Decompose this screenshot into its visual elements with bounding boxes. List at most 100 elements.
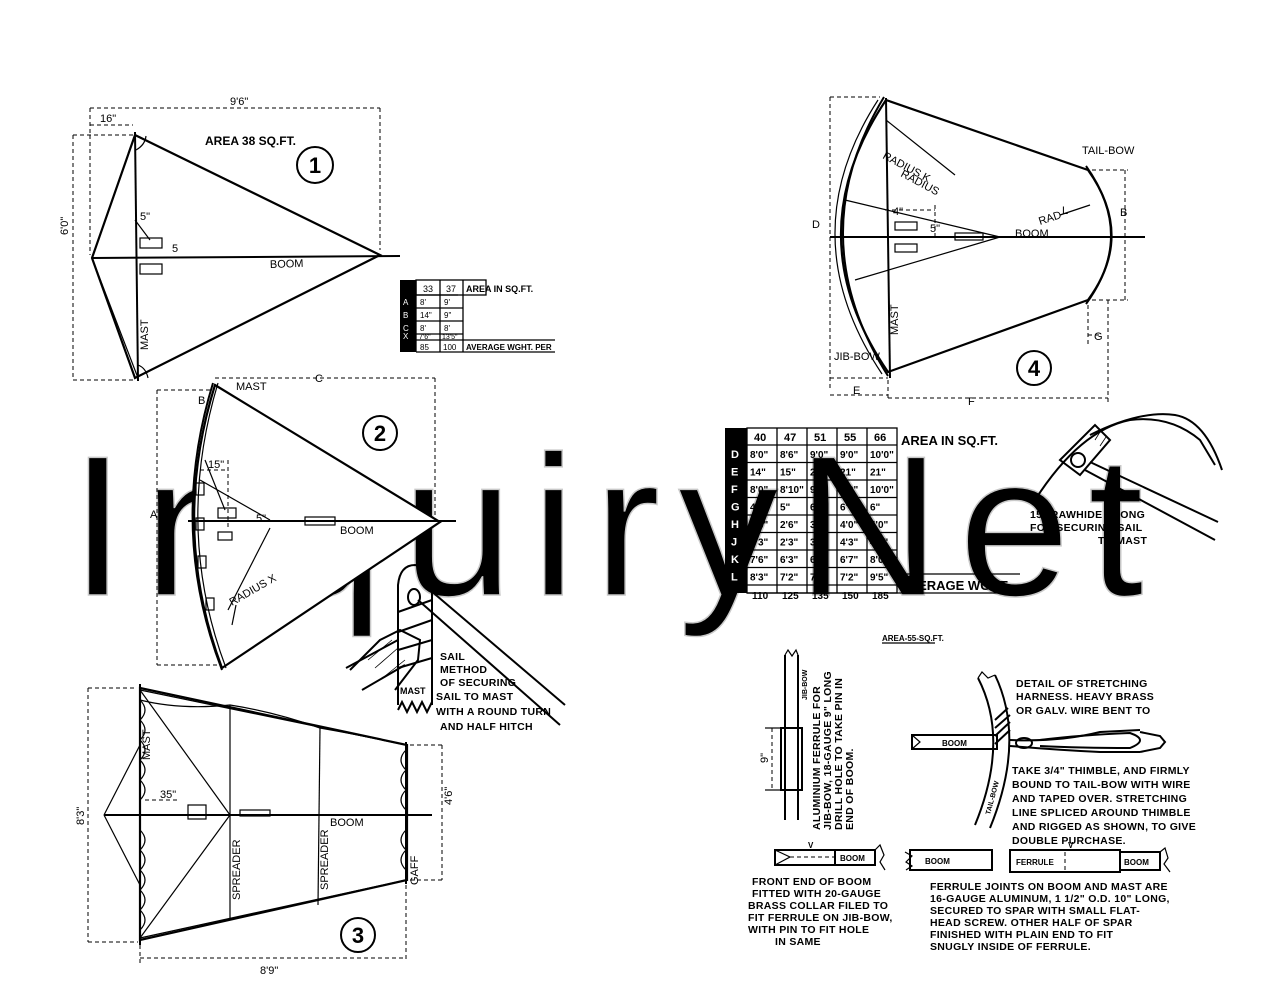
big-table-cell: 4'3" xyxy=(840,538,859,549)
big-table-cell: 4'7" xyxy=(870,538,889,549)
big-table-col-header: 40 xyxy=(754,432,766,444)
sail-detail-line-6: AND HALF HITCH xyxy=(440,721,533,733)
figure-3-mast-label: MAST xyxy=(141,729,153,760)
figure-3-offset: 35" xyxy=(160,789,176,801)
big-table-row-label: D xyxy=(731,449,739,461)
big-table-cell: 9'0" xyxy=(840,485,859,496)
big-table-cell: 5" xyxy=(780,503,791,514)
big-table-cell: 8'3" xyxy=(750,573,769,584)
jib-bow-ferrule-detail: 9" JIB-BOW ALUMINIUM FERRULE FOR JIB-BOW… xyxy=(759,648,856,830)
big-table-weight: 185 xyxy=(872,591,889,602)
figure-1-mast-label: MAST xyxy=(139,319,151,350)
big-table-cell: 7'2" xyxy=(840,573,859,584)
figure-1-boom xyxy=(91,255,401,259)
joint-line-1: FERRULE JOINTS ON BOOM AND MAST ARE xyxy=(930,881,1168,893)
small-table-cell: 9" xyxy=(444,311,451,320)
figure-4-rad-l: L xyxy=(1062,205,1068,217)
mast-detail-spar xyxy=(397,563,433,705)
figure-1-mark2: 5 xyxy=(172,243,178,255)
small-table-row-label: A xyxy=(403,298,409,307)
svg-text:V: V xyxy=(808,841,814,850)
big-table-cell: 14" xyxy=(750,468,766,479)
figure-1-offset: 16" xyxy=(100,113,116,125)
big-table-row-label: F xyxy=(731,484,738,496)
small-table-cell: 8' xyxy=(420,324,426,333)
front-end-boom-label: BOOM xyxy=(840,854,865,863)
harness-line-8: AND RIGGED AS SHOWN, TO GIVE xyxy=(1012,821,1196,833)
big-table-row-label: J xyxy=(731,537,737,549)
harness-line-7: LINE SPLICED AROUND THIMBLE xyxy=(1012,807,1191,819)
harness-line-5: BOUND TO TAIL-BOW WITH WIRE xyxy=(1012,779,1191,791)
figure-3-boom-label: BOOM xyxy=(330,817,364,829)
big-table-row-label: E xyxy=(731,467,738,479)
figure-3-height: 8'3" xyxy=(75,807,87,825)
small-table-cell: 14" xyxy=(420,311,432,320)
big-table-header-label: AREA IN SQ.FT. xyxy=(901,433,998,448)
joint-ferrule-label: FERRULE xyxy=(1016,858,1054,867)
harness-line-9: DOUBLE PURCHASE. xyxy=(1012,835,1126,847)
small-table-row-label: B xyxy=(403,311,408,320)
figure-2-b: B xyxy=(198,395,205,407)
big-table-cell: 7'2" xyxy=(780,573,799,584)
ferrule-line-2: JIB-BOW, 18-GAUGE 9" LONG xyxy=(822,671,834,830)
ferrule-line-1: ALUMINIUM FERRULE FOR xyxy=(811,686,823,830)
figure-3-spreader-2 xyxy=(317,727,321,906)
figure-3-width: 8'9" xyxy=(260,965,278,977)
harness-line-6: AND TAPED OVER. STRETCHING xyxy=(1012,793,1187,805)
joint-boom-label-2: BOOM xyxy=(1124,858,1149,867)
small-table-weight-label: AVERAGE WGHT. PER xyxy=(466,343,552,352)
big-table-cell: 6'7" xyxy=(840,555,859,566)
small-table-cell: 8' xyxy=(420,298,426,307)
small-table-cell: 7'6" xyxy=(419,334,431,341)
harness-line-2: HARNESS. HEAVY BRASS xyxy=(1016,691,1154,703)
big-table-cell: 10'0" xyxy=(870,450,894,461)
figure-2-mark: 5" xyxy=(256,513,266,525)
big-table-cell: 10'0" xyxy=(870,485,894,496)
thong-line-2: FOR SECURING SAIL xyxy=(1030,522,1143,534)
big-table-cell: 2'3" xyxy=(750,538,769,549)
joint-line-4: HEAD SCREW. OTHER HALF OF SPAR xyxy=(930,917,1133,929)
figure-2-mast-bow xyxy=(191,382,223,671)
figure-2-boom-label: BOOM xyxy=(340,525,374,537)
big-table-weight-label: AVERAGE WGHT. xyxy=(901,578,1010,593)
big-table-cell: 8'6" xyxy=(780,450,799,461)
big-table-col-header: 47 xyxy=(784,432,796,444)
figure-4-b: B xyxy=(1120,207,1127,219)
figure-1-number: 1 xyxy=(309,153,321,178)
big-table-weight: 110 xyxy=(752,591,769,602)
big-table-row-label: H xyxy=(731,519,739,531)
figure-4-jibbow-label: JIB-BOW xyxy=(834,351,880,363)
harness-tailbow xyxy=(974,677,995,826)
big-table-cell: 2'6" xyxy=(750,520,769,531)
joint-line-3: SECURED TO SPAR WITH SMALL FLAT- xyxy=(930,905,1140,917)
big-table-cell: 3'0" xyxy=(810,520,829,531)
big-table-cell: 9'0" xyxy=(810,485,829,496)
figure-1-mark: 5" xyxy=(140,211,150,223)
figure-4-tailbow-label: TAIL-BOW xyxy=(1082,145,1135,157)
small-dimension-table: 33 37 AREA IN SQ.FT. A 8' 9' B 14" 9" C … xyxy=(400,279,555,353)
front-end-line-4: FIT FERRULE ON JIB-BOW, xyxy=(748,912,893,924)
figure-4-d: D xyxy=(812,219,820,231)
figure-4-mast-label: MAST xyxy=(889,304,901,335)
figure-2-a: A xyxy=(150,509,158,521)
big-table-cell: 21" xyxy=(870,468,886,479)
joint-boom-label-1: BOOM xyxy=(925,857,950,866)
figure-3-spreader-label-2: SPREADER xyxy=(319,829,331,890)
front-end-line-1: FRONT END OF BOOM xyxy=(752,876,871,888)
figure-4-mark2: 5" xyxy=(930,223,940,235)
figure-2: MAST C A B 15" 5" BOOM RADIUS X 2 xyxy=(150,373,456,671)
figure-4-tail-bow xyxy=(1085,165,1112,305)
big-table-row-label: K xyxy=(731,554,739,566)
thong-line-1: 15" RAWHIDE THONG xyxy=(1030,509,1145,521)
big-table-cell: 2'6" xyxy=(780,520,799,531)
figure-4-f: F xyxy=(968,396,975,408)
front-end-line-6: IN SAME xyxy=(775,936,821,948)
joint-line-5: FINISHED WITH PLAIN END TO FIT xyxy=(930,929,1114,941)
figure-4-mark: 4" xyxy=(893,206,903,218)
big-table-cell: 4" xyxy=(750,503,761,514)
sail-detail-line-2: METHOD xyxy=(440,664,487,676)
harness-boom-label: BOOM xyxy=(942,739,967,748)
sail-detail-line-1: SAIL xyxy=(440,651,465,663)
figure-2-number: 2 xyxy=(374,421,386,446)
